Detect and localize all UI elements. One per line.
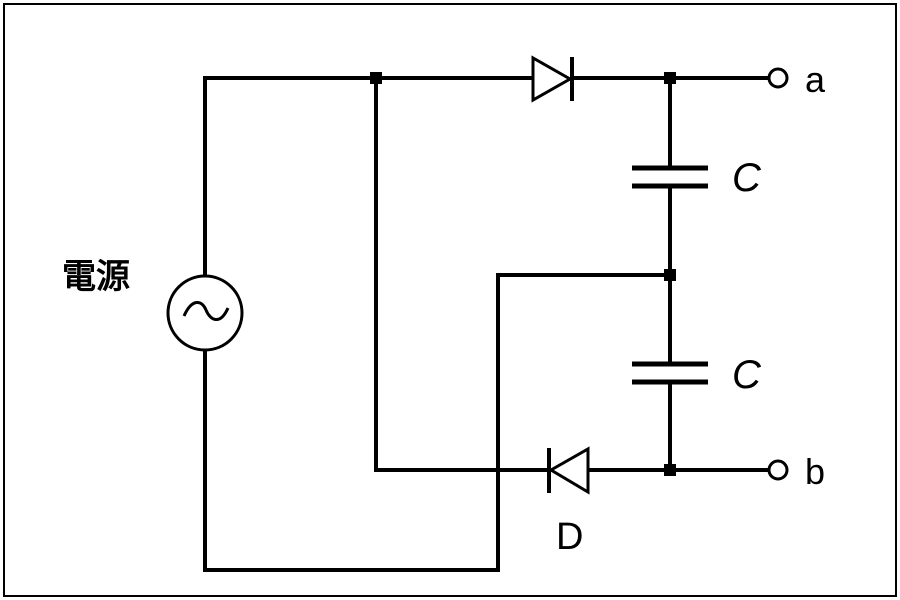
diode-label: D [556, 516, 583, 558]
diode-bottom-triangle [548, 446, 590, 495]
terminal-a-label: a [805, 59, 826, 100]
capacitor-bottom [632, 361, 708, 385]
diagram-border [3, 3, 897, 597]
diode-bottom [547, 446, 590, 495]
junction-middle [664, 269, 676, 281]
junction-top-right [664, 72, 676, 84]
source-label: 電源 [62, 257, 130, 297]
capacitor-bottom-label: C [732, 353, 762, 397]
ac-wave-icon [182, 301, 230, 321]
ac-source-circle [166, 274, 244, 352]
wire-top-left [203, 76, 535, 282]
junction-bottom-right [664, 464, 676, 476]
terminal-b-label: b [805, 451, 825, 492]
capacitor-top [632, 165, 708, 189]
terminal-b-circle [767, 459, 789, 481]
wires [203, 76, 770, 572]
wire-left-branch [374, 76, 550, 472]
terminal-a-circle [767, 67, 789, 89]
junctions [370, 72, 676, 476]
capacitor-top-label: C [732, 156, 762, 200]
diode-top-triangle [531, 55, 574, 103]
junction-top-left [370, 72, 382, 84]
ac-source [166, 274, 244, 352]
diode-top [531, 55, 574, 103]
wire-source-return [203, 273, 672, 572]
